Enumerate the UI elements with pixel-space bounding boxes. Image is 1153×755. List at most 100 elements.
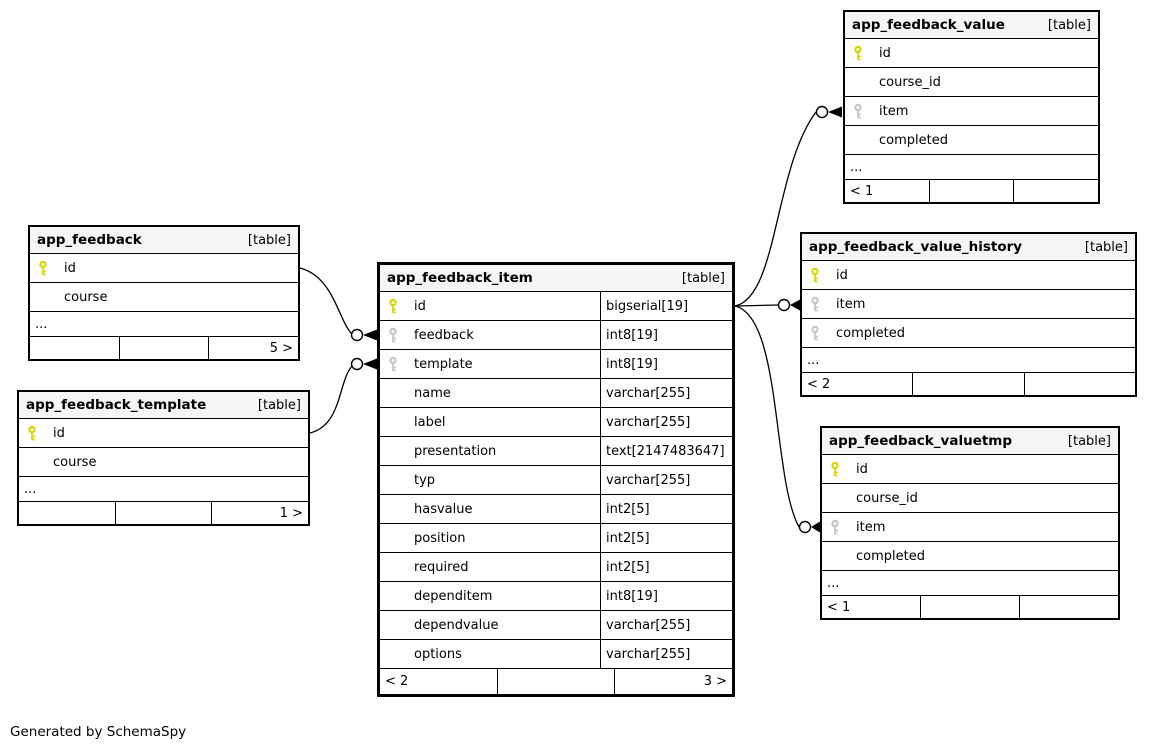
table-app_feedback_item[interactable]: app_feedback_item [table] id bigserial[1… — [377, 262, 735, 697]
table-title[interactable]: app_feedback_value — [852, 17, 1005, 33]
table-row: hasvalue int2[5] — [380, 495, 732, 524]
table-row: course — [19, 448, 308, 477]
column-name: course — [64, 289, 108, 305]
odot-connector — [350, 357, 364, 371]
column-type: int2[5] — [600, 524, 732, 552]
arrowhead — [811, 521, 820, 533]
table-footer: < 2 — [802, 373, 1135, 395]
table-title[interactable]: app_feedback_value_history — [809, 239, 1023, 255]
table-header: app_feedback [table] — [30, 227, 298, 254]
column-type: varchar[255] — [600, 466, 732, 494]
column-name: hasvalue — [414, 501, 473, 517]
table-row: item — [845, 97, 1098, 126]
table-footer: 5 > — [30, 337, 298, 359]
table-row: course_id — [845, 68, 1098, 97]
column-name: dependitem — [414, 588, 493, 604]
foreign-key-icon — [380, 327, 406, 343]
table-footer: 1 > — [19, 502, 308, 524]
footer-cell — [114, 502, 212, 524]
column-name: id — [64, 260, 76, 276]
arrowhead — [828, 106, 842, 118]
foreign-key-icon — [802, 325, 828, 341]
column-type: varchar[255] — [600, 640, 732, 668]
footer-cell — [30, 337, 119, 359]
primary-key-icon — [19, 425, 45, 441]
table-row: dependvalue varchar[255] — [380, 611, 732, 640]
table-footer: < 2 3 > — [380, 669, 732, 694]
table-row: template int8[19] — [380, 350, 732, 379]
table-row: id — [802, 261, 1135, 290]
table-app_feedback_valuetmp[interactable]: app_feedback_valuetmp [table] id course_… — [820, 426, 1120, 620]
footer-cell: < 1 — [850, 183, 874, 199]
foreign-key-icon — [380, 356, 406, 372]
arrowhead — [790, 299, 800, 311]
rel-template-to-item — [309, 365, 353, 434]
primary-key-icon — [822, 461, 848, 477]
table-title[interactable]: app_feedback_valuetmp — [829, 433, 1013, 449]
column-name: id — [414, 298, 426, 314]
foreign-key-icon — [802, 296, 828, 312]
table-title[interactable]: app_feedback — [37, 232, 142, 248]
odot-connector — [798, 520, 812, 534]
column-name: id — [53, 425, 65, 441]
table-title[interactable]: app_feedback_item — [387, 270, 533, 286]
odot-connector — [815, 105, 829, 119]
table-row: completed — [802, 319, 1135, 348]
column-type: int2[5] — [600, 495, 732, 523]
footer-cell: < 2 — [385, 674, 409, 689]
rel-feedback-to-item — [299, 267, 353, 335]
table-app_feedback_value[interactable]: app_feedback_value [table] id course_id … — [843, 10, 1100, 204]
table-row: course — [30, 283, 298, 312]
generated-by-note: Generated by SchemaSpy — [10, 724, 187, 740]
column-name: id — [856, 461, 868, 477]
column-name: completed — [856, 548, 925, 564]
column-name: presentation — [414, 443, 497, 459]
column-type: int8[19] — [600, 321, 732, 349]
column-type: text[2147483647] — [600, 437, 732, 465]
column-type: int2[5] — [600, 553, 732, 581]
ellipsis-row: ... — [30, 312, 298, 337]
footer-cell: < 1 — [827, 599, 851, 615]
table-badge: [table] — [257, 397, 301, 413]
table-row: item — [822, 513, 1118, 542]
column-name: course — [53, 454, 97, 470]
rel-item-to-valuetmp — [734, 305, 800, 528]
table-badge: [table] — [1067, 433, 1111, 449]
table-row: item — [802, 290, 1135, 319]
footer-cell — [920, 596, 1019, 618]
column-name: position — [414, 530, 466, 546]
table-app_feedback_value_history[interactable]: app_feedback_value_history [table] id it… — [800, 232, 1137, 397]
column-name: course_id — [879, 74, 941, 90]
table-title[interactable]: app_feedback_template — [26, 397, 207, 413]
foreign-key-icon — [822, 519, 848, 535]
column-name: required — [414, 559, 469, 575]
column-type: bigserial[19] — [600, 292, 732, 320]
column-name: item — [836, 296, 866, 312]
footer-cell — [118, 337, 209, 359]
footer-cell — [912, 373, 1023, 395]
footer-cell — [928, 180, 1014, 202]
odot-connector — [350, 328, 364, 342]
table-badge: [table] — [1084, 239, 1128, 255]
table-app_feedback[interactable]: app_feedback [table] id course ... 5 > — [28, 225, 300, 361]
footer-cell — [19, 502, 115, 524]
footer-cell — [1023, 373, 1135, 395]
table-row: id — [845, 39, 1098, 68]
ellipsis-row: ... — [845, 155, 1098, 180]
column-name: item — [856, 519, 886, 535]
table-header: app_feedback_valuetmp [table] — [822, 428, 1118, 455]
table-row: name varchar[255] — [380, 379, 732, 408]
table-row: options varchar[255] — [380, 640, 732, 669]
column-name: options — [414, 646, 462, 662]
footer-cell: 1 > — [211, 502, 308, 524]
table-footer: < 1 — [845, 180, 1098, 202]
column-name: id — [879, 45, 891, 61]
table-app_feedback_template[interactable]: app_feedback_template [table] id course … — [17, 390, 310, 526]
column-type: int8[19] — [600, 582, 732, 610]
arrowhead — [363, 329, 377, 341]
table-row: label varchar[255] — [380, 408, 732, 437]
column-name: label — [414, 414, 446, 430]
table-row: required int2[5] — [380, 553, 732, 582]
table-row: id — [30, 254, 298, 283]
